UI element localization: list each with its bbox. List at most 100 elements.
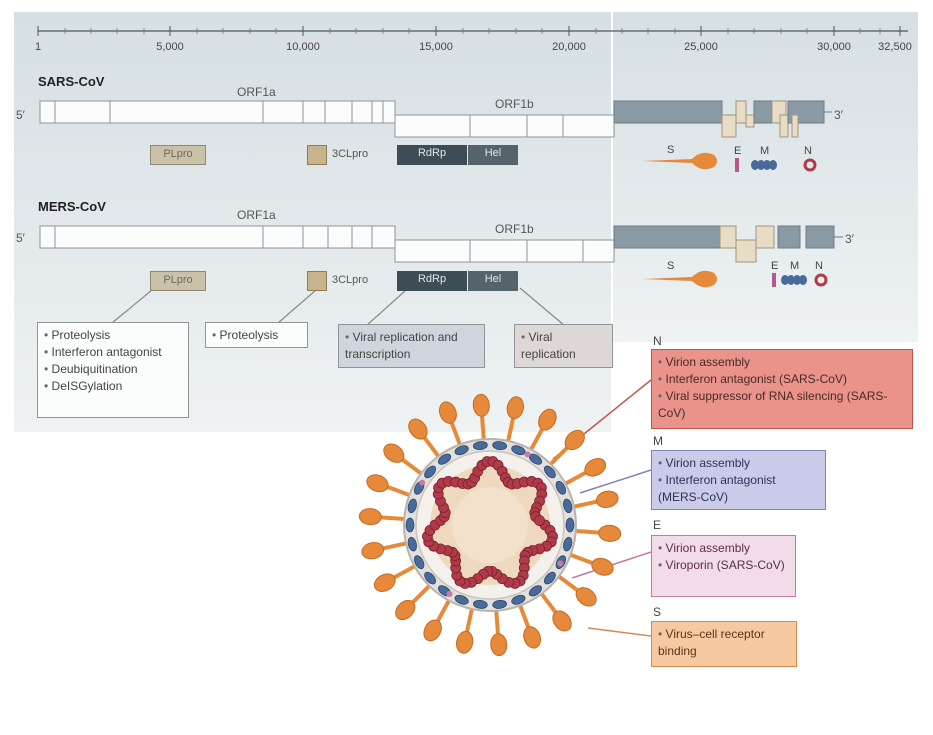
- membrane-protein: [424, 465, 437, 479]
- membrane-protein: [492, 599, 508, 609]
- axis-ticks: [37, 26, 901, 36]
- spike-protein-head: [523, 626, 542, 649]
- spike-protein-head: [575, 587, 597, 607]
- mers-orf1b-dividers: [469, 240, 584, 262]
- mers-rdrp-domain: RdRp: [397, 271, 467, 291]
- m-connector-line: [579, 469, 652, 494]
- sars-three-prime: 3′: [834, 108, 843, 122]
- mers-accessory-gene: [755, 225, 775, 249]
- spike-protein-head: [490, 633, 508, 657]
- spike-protein-head: [361, 542, 385, 560]
- membrane-protein: [405, 517, 415, 533]
- membrane-protein: [454, 445, 469, 456]
- s-protein-box-label: S: [653, 605, 662, 619]
- membrane-protein: [472, 441, 488, 451]
- membrane-protein: [555, 480, 567, 495]
- spike-protein-head: [408, 418, 428, 440]
- e-protein-function-box: Virion assembly Viroporin (SARS-CoV): [651, 535, 796, 597]
- sars-orf1b-gene: [394, 114, 615, 138]
- mers-hel-domain: Hel: [468, 271, 518, 291]
- mers-spike-protein-icon: [642, 270, 717, 288]
- viral-core-center: [452, 487, 528, 563]
- mers-m-gene: [777, 225, 801, 249]
- spike-protein-head: [455, 630, 474, 654]
- sars-cov-label: SARS-CoV: [38, 74, 105, 89]
- n-function-item: Interferon antagonist (SARS-CoV): [658, 371, 906, 388]
- plpro-function-box: Proteolysis Interferon antagonist Deubiq…: [37, 322, 189, 418]
- hel-function-item: Viral replication: [521, 329, 606, 363]
- m-function-item: Virion assembly: [658, 455, 819, 472]
- plpro-function-item: Deubiquitination: [44, 361, 182, 378]
- sars-orf1a-dividers: [54, 101, 384, 123]
- sars-plpro-domain: PLpro: [150, 145, 206, 165]
- envelope-protein: [446, 591, 453, 598]
- mers-orf1b-gene: [394, 239, 615, 263]
- mers-orf1a-dividers: [54, 226, 373, 248]
- spike-protein-head: [595, 490, 619, 508]
- envelope-protein: [524, 451, 531, 458]
- hel-function-box: Viral replication: [514, 324, 613, 368]
- spike-protein-head: [383, 443, 405, 463]
- sars-genome-map: [39, 100, 832, 138]
- spike-protein-head: [564, 429, 585, 451]
- membrane-protein: [528, 585, 543, 597]
- mers-s-label: S: [667, 260, 675, 272]
- genome-panel-right: [613, 12, 918, 342]
- sars-n-protein-icon: [803, 158, 817, 172]
- plpro-function-item: DeISGylation: [44, 378, 182, 395]
- membrane-protein: [565, 517, 575, 533]
- mers-accessory-gene: [735, 239, 757, 263]
- sars-hel-domain: Hel: [468, 145, 518, 165]
- s-protein-function-box: Virus–cell receptor binding: [651, 621, 797, 667]
- sars-orf1a-gene: [39, 100, 396, 124]
- e-function-item: Virion assembly: [658, 540, 789, 557]
- mers-m-protein-icon: [781, 275, 807, 285]
- spike-protein-head: [395, 599, 416, 621]
- membrane-protein: [454, 594, 469, 605]
- n-protein-function-box: Virion assembly Interferon antagonist (S…: [651, 349, 913, 429]
- sars-rdrp-domain: RdRp: [397, 145, 467, 165]
- envelope-protein: [419, 479, 426, 486]
- spike-protein-head: [472, 393, 490, 417]
- membrane-protein: [563, 498, 573, 514]
- rdrp-function-item: Viral replication and transcription: [345, 329, 478, 363]
- sars-accessory-gene: [721, 114, 737, 138]
- n-function-item: Viral suppressor of RNA silencing (SARS-…: [658, 388, 906, 422]
- spike-protein-head: [538, 408, 557, 431]
- s-function-item: Virus–cell receptor binding: [658, 626, 790, 660]
- sars-3clpro-domain: [307, 145, 327, 165]
- mers-accessory-gene: [719, 225, 737, 249]
- nucleocapsid-protein: [534, 515, 545, 526]
- spike-protein-head: [423, 619, 442, 642]
- 3clpro-function-item: Proteolysis: [212, 327, 301, 344]
- genome-axis: [37, 26, 908, 36]
- e-function-item: Viroporin (SARS-CoV): [658, 557, 789, 574]
- membrane-protein: [413, 555, 425, 570]
- sars-e-label: E: [734, 145, 742, 157]
- membrane-protein: [492, 441, 508, 451]
- spike-protein-head: [373, 573, 396, 592]
- sars-3clpro-label: 3CLpro: [332, 148, 369, 160]
- spike-protein-head: [591, 557, 614, 576]
- m-protein-box-label: M: [653, 434, 663, 448]
- mers-3clpro-label: 3CLpro: [332, 274, 369, 286]
- mers-cov-label: MERS-CoV: [38, 199, 106, 214]
- mers-genome-map: [39, 225, 843, 263]
- axis-minor-ticks: [64, 28, 881, 34]
- axis-tick-label: 1: [34, 41, 42, 53]
- sars-spike-protein-icon: [642, 152, 717, 170]
- sars-m-label: M: [760, 145, 770, 157]
- membrane-protein: [407, 498, 417, 514]
- plpro-function-item: Interferon antagonist: [44, 344, 182, 361]
- mers-plpro-domain: PLpro: [150, 271, 206, 291]
- m-function-item: Interferon antagonist (MERS-CoV): [658, 472, 819, 506]
- sars-orf1a-label: ORF1a: [237, 85, 276, 99]
- mers-n-label: N: [815, 260, 823, 272]
- axis-tick-label: 30,000: [817, 41, 851, 53]
- spike-protein-head: [584, 458, 607, 477]
- spike-protein-head: [598, 524, 622, 542]
- mers-n-protein-icon: [814, 273, 828, 287]
- mers-3clpro-domain: [307, 271, 327, 291]
